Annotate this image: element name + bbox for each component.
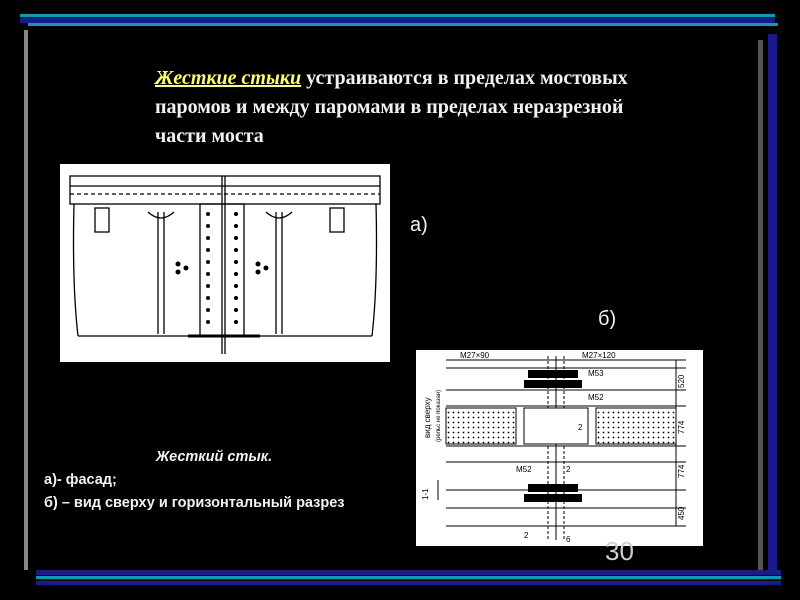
- figure-plan-view: М27×90 М27×120 М53 М52 М52 2 2 2 6 520 7…: [416, 350, 703, 546]
- dim-label-9: 6: [566, 535, 571, 544]
- left-bar-gray: [24, 30, 28, 570]
- dim-number-1: 520: [677, 374, 686, 388]
- bottom-bar-cyan: [36, 576, 781, 579]
- label-a: а): [410, 214, 428, 236]
- dim-label-4: М52: [588, 393, 604, 402]
- dim-number-2: 774: [677, 420, 686, 434]
- top-bar-blue: [20, 18, 775, 23]
- side-text: вид сверху: [423, 397, 432, 438]
- dim-label-1: М27×90: [460, 351, 490, 360]
- page-number: 30: [605, 536, 634, 566]
- label-b: б): [598, 308, 617, 330]
- side-text-2: (рельс не показан): [436, 390, 442, 442]
- caption-line-1: а)- фасад;: [44, 472, 117, 488]
- heading-text: устраиваются в пределах мостовых паромов…: [155, 67, 628, 147]
- bottom-bar-blue-2: [36, 581, 781, 585]
- figure-caption: Жесткий стык. а)- фасад; б) – вид сверху…: [44, 446, 384, 515]
- dim-number-3: 774: [677, 464, 686, 478]
- dim-number-4: 450: [677, 506, 686, 520]
- bottom-bar-blue: [36, 570, 781, 575]
- section-label: 1-1: [421, 488, 430, 500]
- caption-line-2: б) – вид сверху и горизонтальный разрез: [44, 495, 345, 511]
- top-bar-cyan: [20, 14, 775, 17]
- figure-facade: [60, 164, 390, 362]
- slide-heading: Жесткие стыки устраиваются в пределах мо…: [155, 64, 635, 151]
- dim-label-6: 2: [578, 423, 583, 432]
- caption-title: Жесткий стык.: [155, 449, 273, 465]
- heading-highlight: Жесткие стыки: [155, 67, 302, 89]
- top-bar-cyan-2: [28, 23, 778, 26]
- dim-label-2: М27×120: [582, 351, 616, 360]
- right-bar-gray: [758, 40, 763, 570]
- facade-drawing: [69, 175, 381, 354]
- right-bar-blue: [768, 34, 777, 574]
- dim-label-3: М53: [588, 369, 604, 378]
- dim-label-7: 2: [566, 465, 571, 474]
- dim-label-5: М52: [516, 465, 532, 474]
- plan-drawing: М27×90 М27×120 М53 М52 М52 2 2 2 6 520 7…: [421, 351, 686, 544]
- dim-label-8: 2: [524, 531, 529, 540]
